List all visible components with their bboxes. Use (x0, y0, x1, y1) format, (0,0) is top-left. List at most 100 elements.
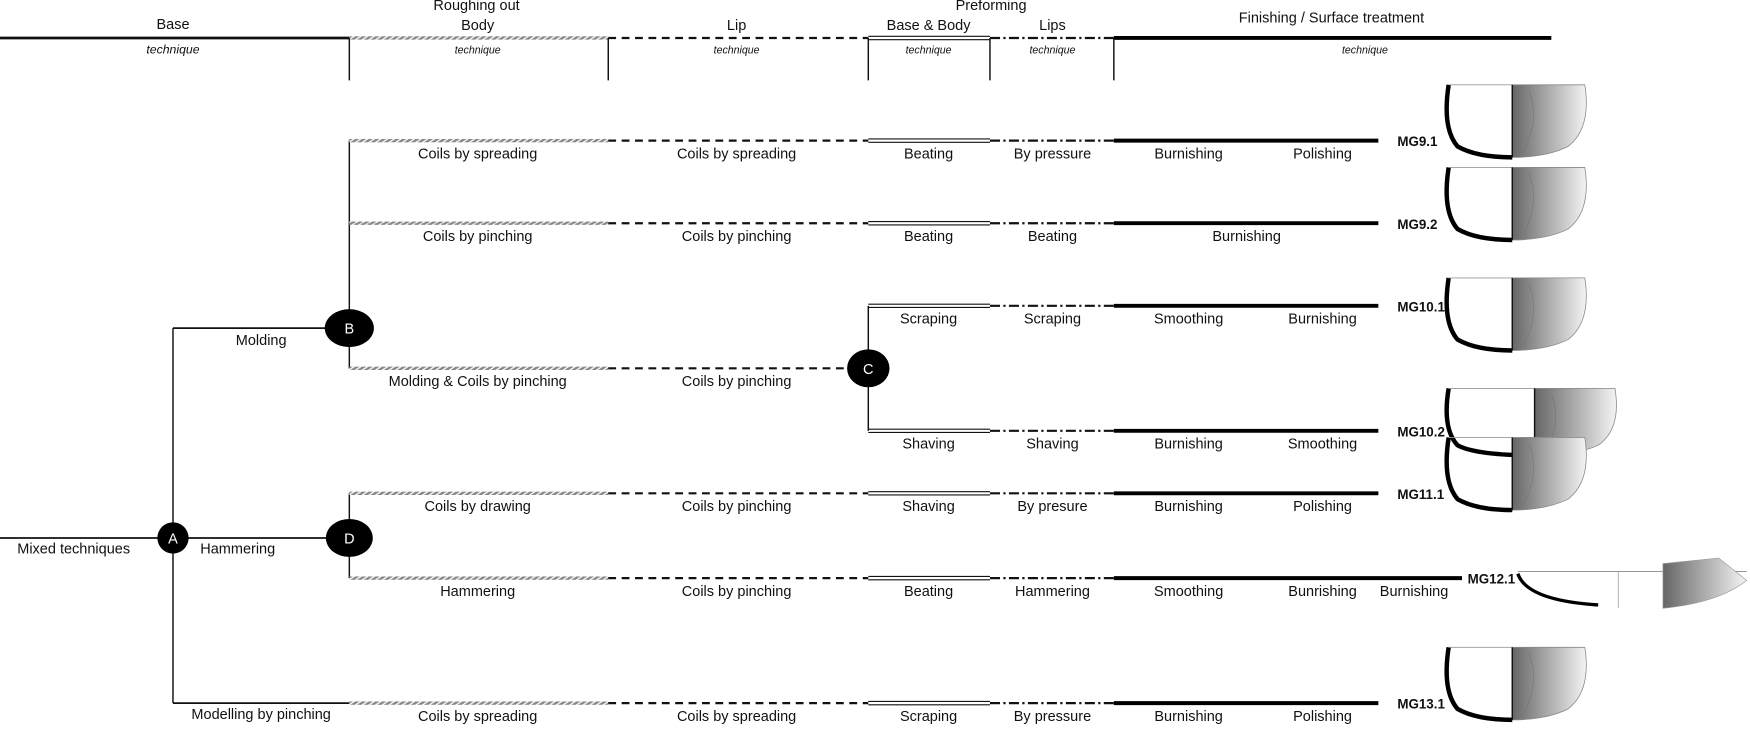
technique-label-lip: Coils by spreading (677, 146, 796, 162)
root-label-mixed-techniques: Mixed techniques (17, 542, 130, 558)
technique-label-body: Coils by spreading (418, 146, 537, 162)
technique-label-finishing: Burnishing (1288, 312, 1357, 328)
technique-label-base-body: Beating (904, 146, 953, 162)
technique-label-base-body: Beating (904, 584, 953, 600)
vessel-exterior (1662, 557, 1748, 609)
technique-label-lip: Coils by spreading (677, 709, 796, 725)
header-body: Body (461, 18, 495, 34)
vessel-drawing (1444, 646, 1587, 723)
node-c-shape (847, 349, 890, 388)
technique-label-finishing: Smoothing (1154, 312, 1223, 328)
vessel-crack-line (1523, 283, 1534, 346)
technique-label-lips: By pressure (1014, 146, 1091, 162)
technique-label-body: Hammering (440, 584, 515, 600)
node-a-label: A (168, 532, 178, 548)
row-mg10-1: Scraping Scraping Smoothing Burnishing MG10.… (868, 277, 1587, 353)
technique-label-body: Coils by spreading (418, 709, 537, 725)
node-d: D (325, 518, 373, 557)
vessel-drawing (1444, 277, 1587, 353)
branch-label-molding: Molding (236, 333, 287, 349)
branch-label-modelling-by-pinching: Modelling by pinching (191, 707, 330, 723)
node-b-shape (324, 309, 374, 348)
row-mg12-1: Hammering Coils by pinching Beating Hammeri… (349, 557, 1748, 609)
vessel-drawing (1444, 166, 1587, 243)
technique-label-finishing: Burnishing (1154, 499, 1223, 515)
technique-label-finishing: Polishing (1293, 146, 1352, 162)
vessel-crack-line (1523, 172, 1534, 235)
vessel-profile (1444, 84, 1513, 160)
technique-label-finishing: Burnishing (1154, 437, 1223, 453)
vessel-exterior (1511, 646, 1587, 721)
technique-label-finishing: Burnishing (1380, 584, 1449, 600)
technique-label-lips: By presure (1017, 499, 1087, 515)
body-segment-hatched (349, 138, 609, 143)
header-base: Base (156, 17, 189, 33)
row-mg13-1: Coils by spreading Coils by spreading Scra… (349, 646, 1587, 725)
node-d-label: D (344, 532, 354, 548)
technique-label-base-body: Scraping (900, 312, 957, 328)
technique-label: technique (1342, 45, 1388, 57)
technique-label-lips: Hammering (1015, 584, 1090, 600)
vessel-crack-line (1523, 652, 1534, 715)
technique-label-lips: Shaving (1026, 437, 1078, 453)
vessel-code: MG11.1 (1397, 487, 1444, 502)
node-b: B (324, 309, 374, 348)
technique-label-base-body: Scraping (900, 709, 957, 725)
technique-label-finishing: Polishing (1293, 709, 1352, 725)
technique-label-lip: Coils by pinching (682, 584, 792, 600)
technique-label-base-body: Shaving (902, 437, 954, 453)
technique-label-finishing: Burnishing (1154, 709, 1223, 725)
vessel-crack-line (1523, 442, 1534, 505)
row-mg9-2: Coils by pinching Coils by pinching Beatin… (349, 166, 1587, 245)
node-b-label: B (344, 322, 354, 338)
node-a-shape (157, 522, 189, 554)
node-c-label: C (863, 362, 873, 378)
technique-label-lip: Coils by pinching (682, 229, 792, 245)
body-segment-hatched (349, 701, 609, 705)
branch-label-hammering: Hammering (200, 542, 275, 558)
vessel-crack-line (1523, 90, 1534, 152)
technique-label: technique (714, 45, 760, 57)
technique-label-lips: By pressure (1014, 709, 1091, 725)
row-mg9-1: Coils by spreading Coils by spreading Beat… (349, 84, 1587, 162)
technique-label-lips: Beating (1028, 229, 1077, 245)
technique-label-finishing: Burnishing (1212, 229, 1281, 245)
technique-label-body: Coils by drawing (424, 499, 530, 515)
header-lips: Lips (1039, 18, 1066, 34)
body-segment-hatched (349, 366, 609, 370)
body-segment-hatched (349, 576, 609, 580)
technique-label-body: Molding & Coils by pinching (389, 374, 567, 390)
technique-label-lips: Scraping (1024, 312, 1081, 328)
vessel-code: MG13.1 (1397, 697, 1445, 712)
technique-label-finishing: Burnishing (1154, 146, 1223, 162)
vessel-drawing (1516, 557, 1748, 609)
technique-label: technique (1029, 45, 1075, 57)
vessel-code: MG10.1 (1397, 299, 1445, 314)
vessel-exterior (1511, 167, 1587, 241)
body-segment-hatched (349, 36, 609, 40)
vessel-profile (1516, 573, 1599, 607)
vessel-drawing (1444, 84, 1587, 160)
vessel-exterior (1511, 437, 1587, 511)
technique-label-lip: Coils by pinching (682, 374, 792, 390)
node-a: A (157, 522, 189, 554)
row-mg10-2: Shaving Shaving Burnishing Smoothing MG10.2 (868, 387, 1617, 458)
technique-label-body: Coils by pinching (423, 229, 533, 245)
header-base-body: Base & Body (887, 18, 972, 34)
technique-label-base-body: Beating (904, 229, 953, 245)
technique-label-finishing: Smoothing (1288, 437, 1357, 453)
header-lip: Lip (727, 18, 746, 34)
body-segment-hatched (349, 491, 609, 495)
vessel-code: MG10.2 (1397, 424, 1445, 439)
body-segment-hatched (349, 221, 609, 225)
vessel-drawing (1444, 437, 1587, 513)
vessel-code: MG9.1 (1397, 134, 1438, 149)
header-roughing-out: Roughing out (433, 0, 519, 14)
vessel-profile (1444, 437, 1513, 513)
technique-label-finishing: Bunrishing (1288, 584, 1357, 600)
technique-label-finishing: Polishing (1293, 499, 1352, 515)
